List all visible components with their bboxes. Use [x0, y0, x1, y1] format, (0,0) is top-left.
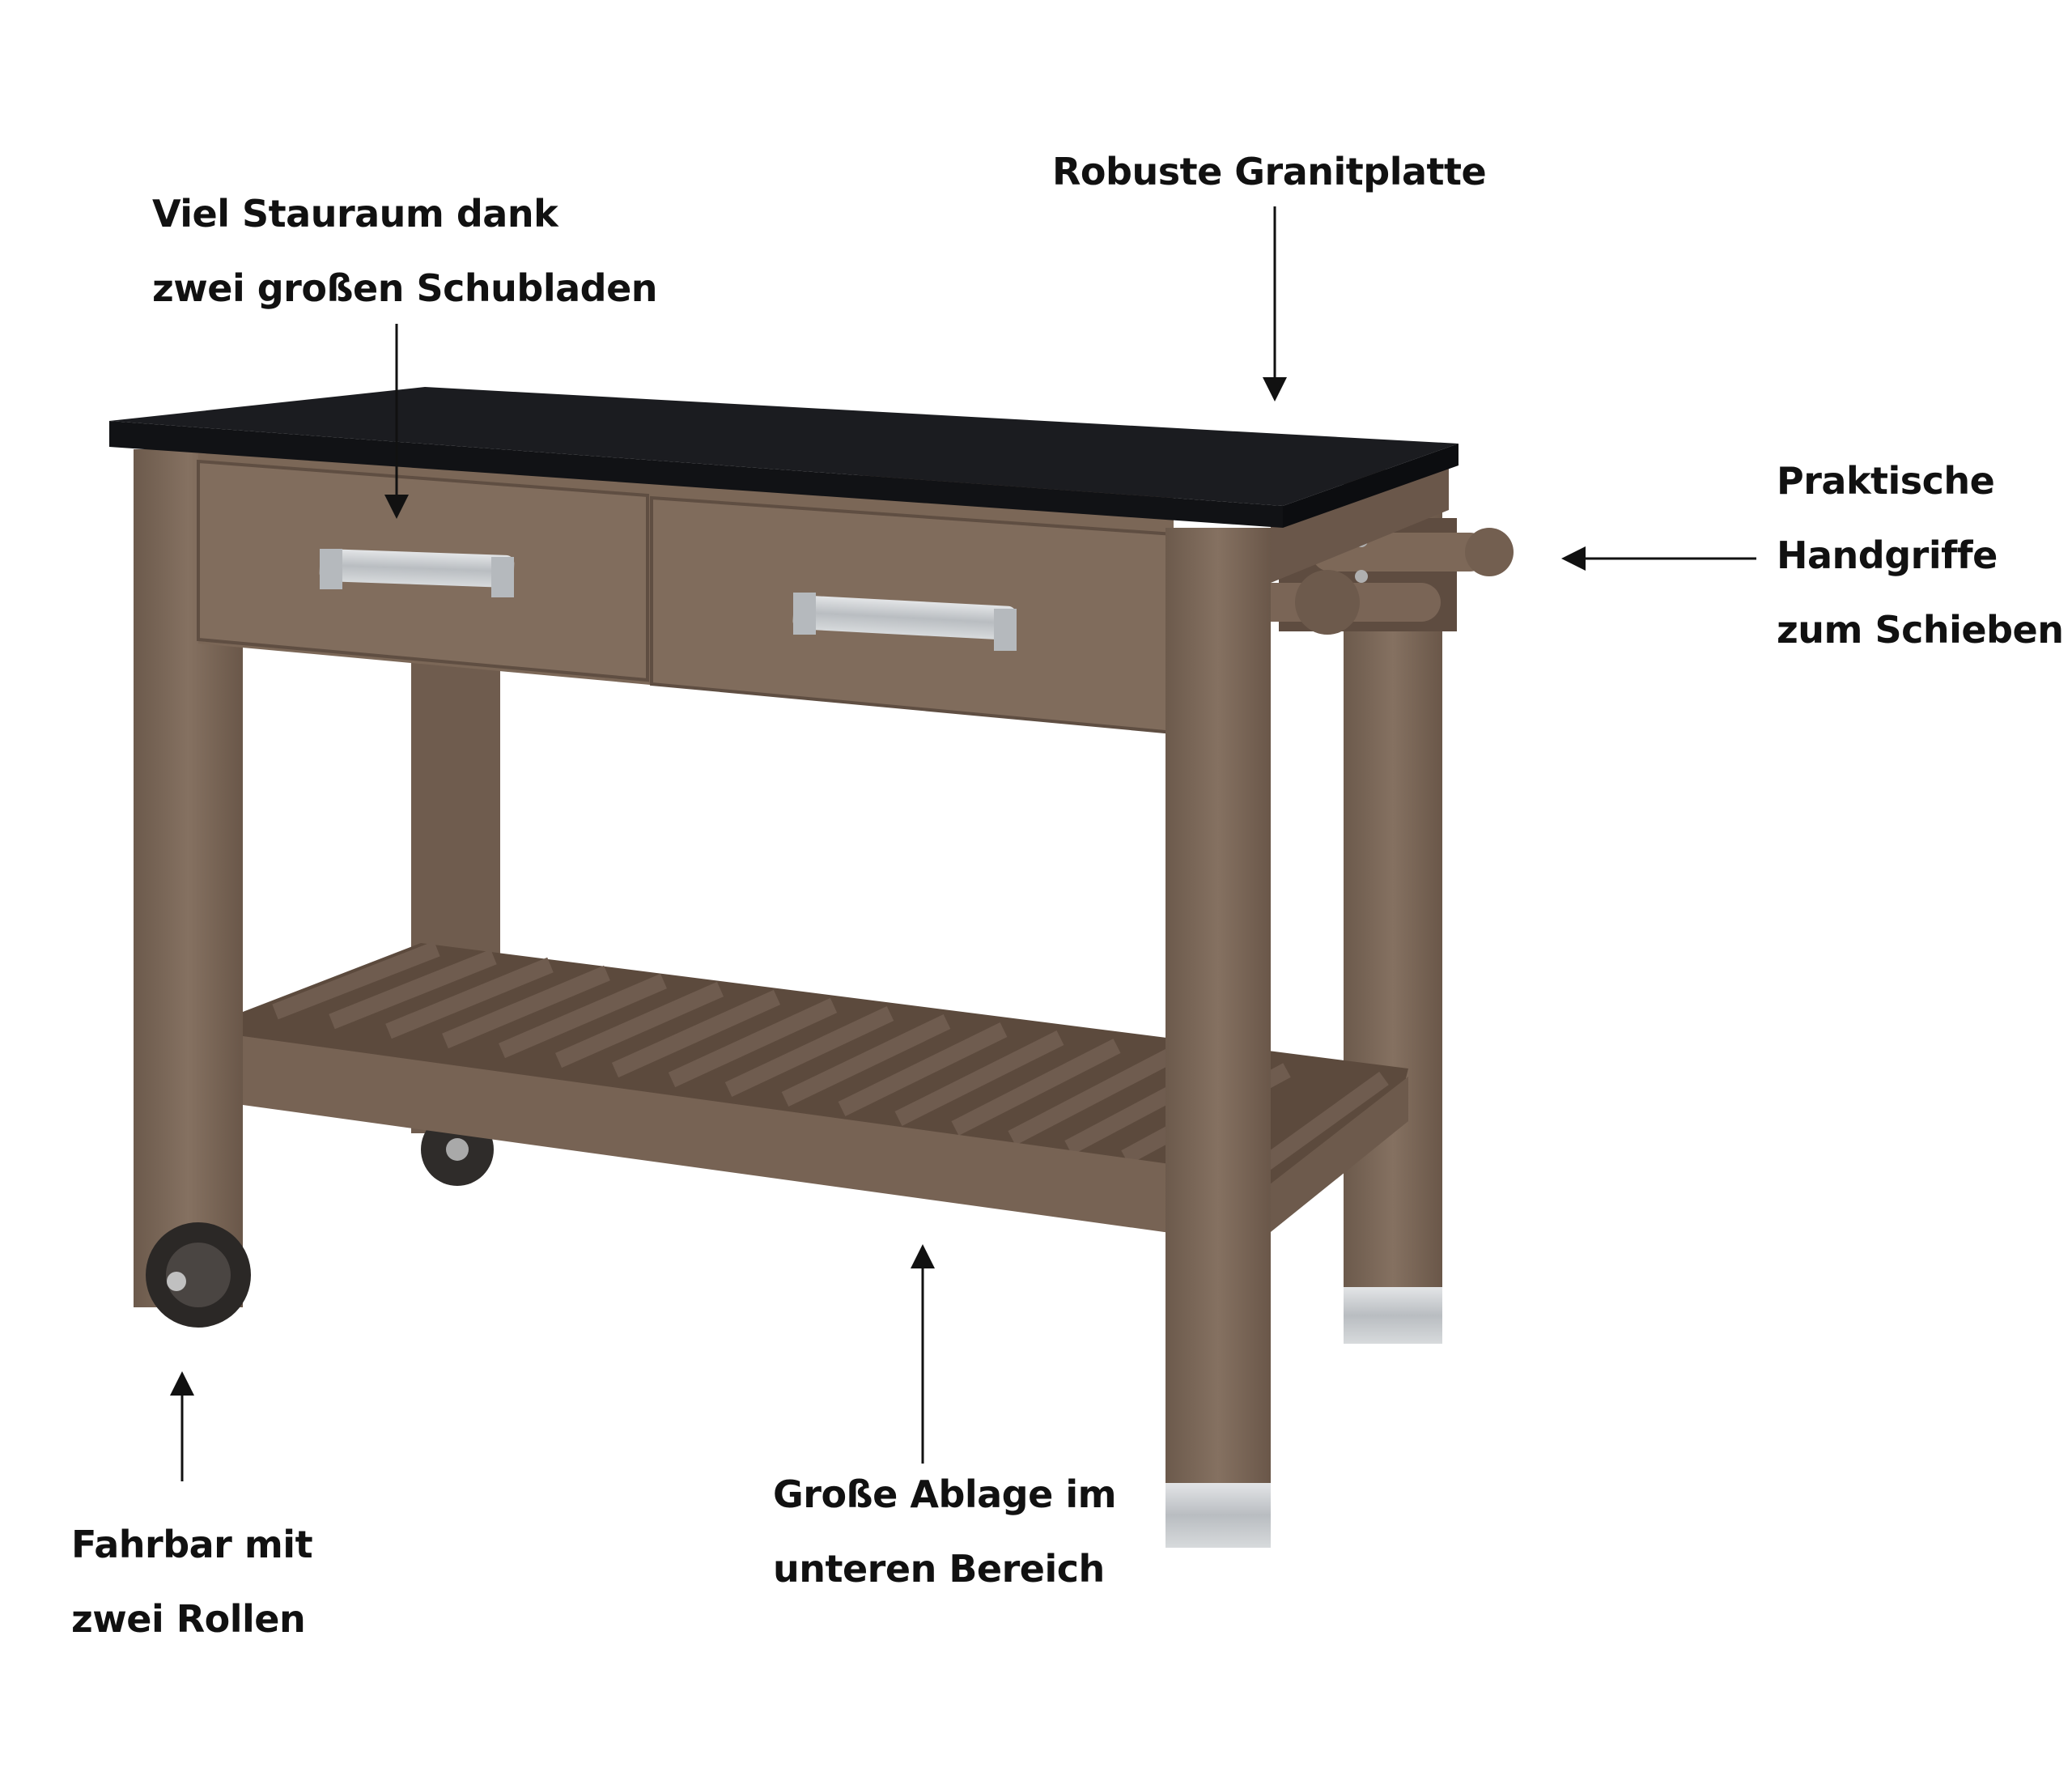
handle-callout-line-2: Handgriffe: [1777, 533, 1998, 577]
granite-top: [109, 387, 1458, 528]
left-drawer: [197, 459, 649, 682]
wheels-callout-line-2: zwei Rollen: [71, 1597, 306, 1641]
right-drawer: [650, 495, 1175, 735]
wheels-callout-line-1: Fahrbar mit: [71, 1523, 313, 1566]
granite-top-callout-line-1: Robuste Granitplatte: [1052, 150, 1487, 193]
back-right-foot-cap: [1344, 1287, 1442, 1344]
lower-slatted-shelf: [243, 941, 1408, 1239]
shelf-callout-line-1: Große Ablage im: [773, 1472, 1117, 1516]
front-wheel-icon: [146, 1222, 251, 1328]
handle-callout-line-3: zum Schieben: [1777, 608, 2064, 652]
front-right-foot-cap: [1166, 1483, 1271, 1548]
granite-top-callout: Robuste Granitplatte: [1052, 134, 1487, 209]
wheels-callout: Fahrbar mit zwei Rollen: [71, 1507, 313, 1656]
storage-callout-line-1: Viel Stauraum dank: [152, 192, 558, 236]
storage-callout-line-2: zwei großen Schubladen: [152, 266, 658, 310]
shelf-callout-line-2: unteren Bereich: [773, 1547, 1105, 1591]
handle-callout-line-1: Praktische: [1777, 459, 1995, 503]
storage-callout: Viel Stauraum dank zwei großen Schublade…: [152, 176, 658, 325]
right-drawer-handle-icon: [792, 593, 1017, 651]
shelf-callout: Große Ablage im unteren Bereich: [773, 1457, 1117, 1606]
front-right-leg: [1166, 528, 1271, 1487]
callout-arrows: [170, 206, 1756, 1481]
side-panel: [1271, 465, 1449, 583]
left-drawer-handle-icon: [319, 549, 515, 597]
handle-callout: Praktische Handgriffe zum Schieben: [1777, 444, 2064, 667]
